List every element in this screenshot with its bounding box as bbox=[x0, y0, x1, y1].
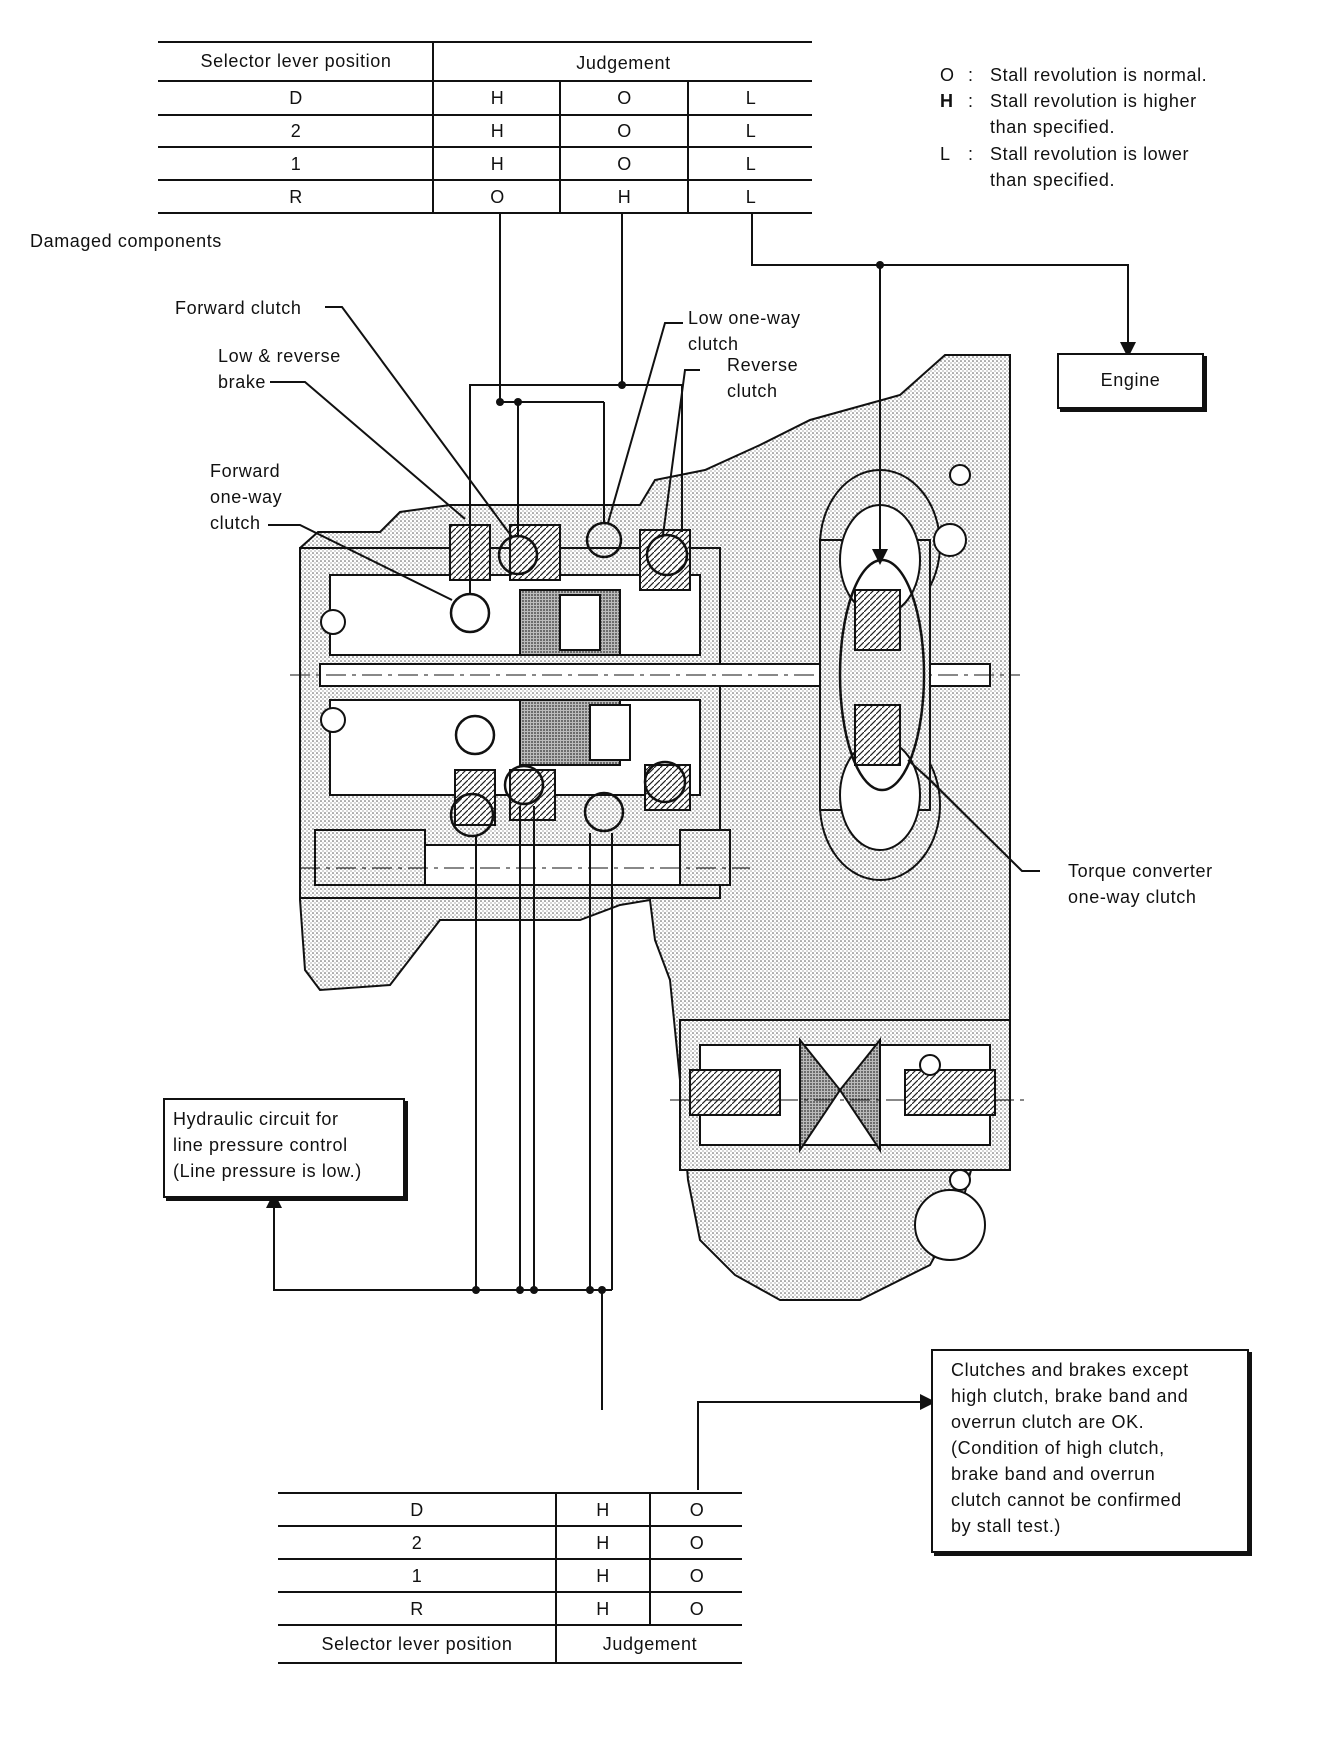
row-judgement-1: H bbox=[490, 88, 505, 108]
legend-text: Stall revolution is normal. bbox=[990, 65, 1208, 85]
row-position: D bbox=[289, 88, 303, 108]
legend-sep: : bbox=[968, 91, 974, 111]
hydraulic-circuit-box: Hydraulic circuit for line pressure cont… bbox=[163, 1098, 405, 1198]
forward-one-way-clutch-label: one-way bbox=[210, 487, 283, 507]
clutches-ok-text: (Condition of high clutch, bbox=[951, 1438, 1165, 1458]
legend-symbol: H bbox=[940, 91, 954, 111]
row-judgement-2: O bbox=[617, 121, 632, 141]
row-judgement-2: O bbox=[617, 154, 632, 174]
clutches-ok-text: by stall test.) bbox=[951, 1516, 1062, 1536]
clutches-ok-text: high clutch, brake band and bbox=[951, 1386, 1189, 1406]
legend-text: than specified. bbox=[990, 170, 1116, 190]
clutches-ok-text: brake band and overrun bbox=[951, 1464, 1156, 1484]
row-judgement-1: H bbox=[596, 1599, 610, 1619]
damaged-components-label: Damaged components bbox=[30, 231, 222, 251]
row-position: 2 bbox=[290, 121, 302, 141]
forward-clutch-label: Forward clutch bbox=[175, 298, 302, 318]
row-position: 2 bbox=[411, 1533, 423, 1553]
engine-box: Engine bbox=[1057, 353, 1204, 409]
row-judgement-1: H bbox=[596, 1533, 610, 1553]
row-judgement-1: O bbox=[490, 187, 505, 207]
legend-text: than specified. bbox=[990, 117, 1116, 137]
forward-one-way-clutch-label: Forward bbox=[210, 461, 281, 481]
hydraulic-circuit-text: (Line pressure is low.) bbox=[173, 1161, 362, 1181]
row-position: R bbox=[410, 1599, 424, 1619]
low-one-way-clutch-label: clutch bbox=[688, 334, 739, 354]
footer-judgement: Judgement bbox=[602, 1634, 698, 1654]
row-judgement-3: L bbox=[745, 187, 757, 207]
row-judgement-1: H bbox=[490, 154, 505, 174]
clutches-ok-text: Clutches and brakes except bbox=[951, 1360, 1189, 1380]
legend-sep: : bbox=[968, 144, 974, 164]
header-judgement: Judgement bbox=[576, 53, 671, 73]
footer-selector-lever-position: Selector lever position bbox=[321, 1634, 513, 1654]
forward-one-way-clutch-label: clutch bbox=[210, 513, 261, 533]
header-selector-lever-position: Selector lever position bbox=[200, 51, 392, 71]
row-judgement-1: H bbox=[596, 1500, 610, 1520]
legend-symbol: L bbox=[940, 144, 951, 164]
low-reverse-brake-label: brake bbox=[218, 372, 267, 392]
junction-dots bbox=[472, 261, 884, 1294]
row-position: D bbox=[410, 1500, 424, 1520]
legend-symbol: O bbox=[940, 65, 955, 85]
torque-converter-label: Torque converter bbox=[1068, 861, 1213, 881]
reverse-clutch-label: clutch bbox=[727, 381, 778, 401]
clutches-ok-text: clutch cannot be confirmed bbox=[951, 1490, 1182, 1510]
row-judgement-2: O bbox=[689, 1566, 705, 1586]
hydraulic-circuit-text: line pressure control bbox=[173, 1135, 348, 1155]
legend-sep: : bbox=[968, 65, 974, 85]
low-one-way-clutch-label: Low one-way bbox=[688, 308, 801, 328]
clutches-ok-text: overrun clutch are OK. bbox=[951, 1412, 1145, 1432]
top-table-grid bbox=[158, 41, 812, 214]
row-position: 1 bbox=[411, 1566, 423, 1586]
row-position: R bbox=[289, 187, 303, 207]
connection-lines bbox=[266, 213, 1136, 1490]
row-judgement-3: L bbox=[745, 154, 757, 174]
hydraulic-circuit-text: Hydraulic circuit for bbox=[173, 1109, 339, 1129]
row-judgement-2: H bbox=[617, 187, 632, 207]
transmission-illustration bbox=[290, 354, 1030, 1301]
row-judgement-1: H bbox=[596, 1566, 610, 1586]
row-position: 1 bbox=[290, 154, 302, 174]
row-judgement-2: O bbox=[617, 88, 632, 108]
row-judgement-2: O bbox=[689, 1599, 705, 1619]
reverse-clutch-label: Reverse bbox=[727, 355, 799, 375]
row-judgement-2: O bbox=[689, 1533, 705, 1553]
engine-label: Engine bbox=[1100, 370, 1161, 390]
torque-converter-label: one-way clutch bbox=[1068, 887, 1197, 907]
legend-text: Stall revolution is higher bbox=[990, 91, 1197, 111]
row-judgement-3: L bbox=[745, 121, 757, 141]
clutches-ok-box: Clutches and brakes except high clutch, … bbox=[931, 1349, 1249, 1553]
row-judgement-2: O bbox=[689, 1500, 705, 1520]
component-circles bbox=[449, 521, 689, 838]
legend-text: Stall revolution is lower bbox=[990, 144, 1190, 164]
row-judgement-3: L bbox=[745, 88, 757, 108]
bottom-table-grid bbox=[278, 1492, 742, 1664]
row-judgement-1: H bbox=[490, 121, 505, 141]
low-reverse-brake-label: Low & reverse bbox=[218, 346, 341, 366]
